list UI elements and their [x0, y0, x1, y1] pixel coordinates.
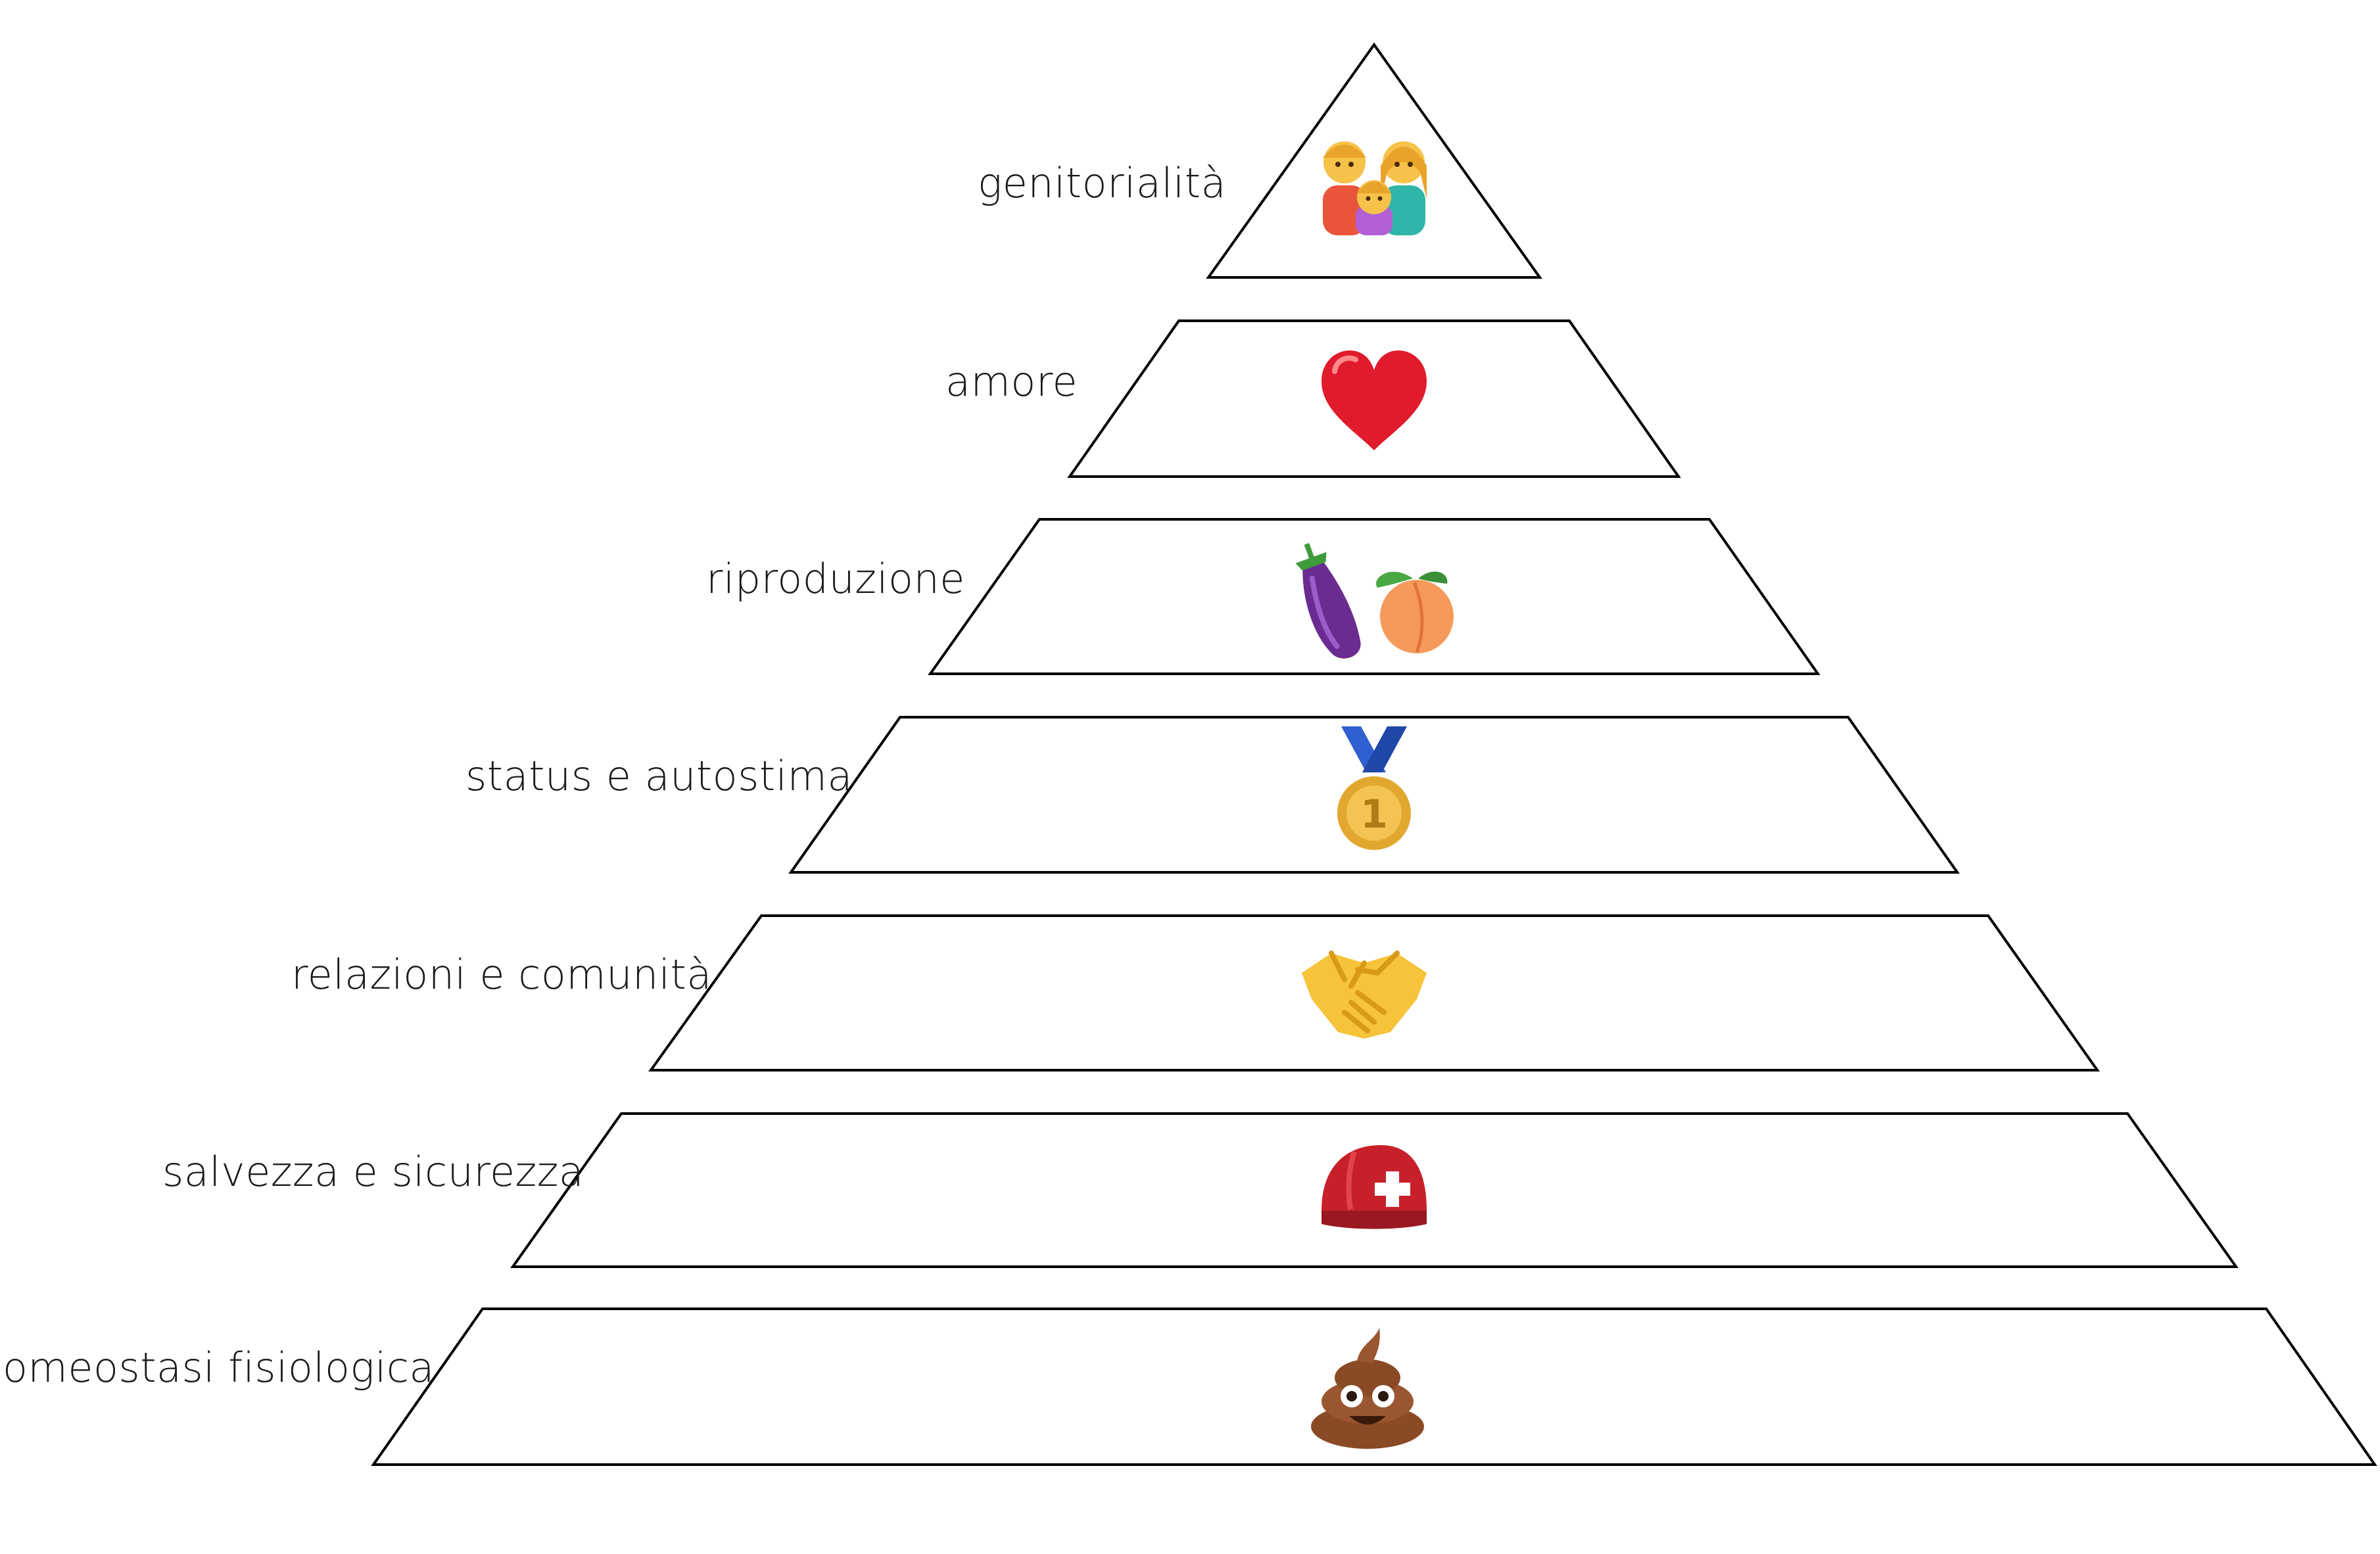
- level-label-relazioni: relazioni e comunità: [291, 951, 712, 999]
- level-label-status: status e autostima: [465, 752, 853, 800]
- level-label-riproduzione: riproduzione: [706, 555, 965, 603]
- level-label-amore: amore: [945, 358, 1078, 406]
- tier-3-trapezoid: [928, 518, 1821, 675]
- handshake-icon: [1302, 951, 1427, 1039]
- rescue-helmet-icon: [1321, 1145, 1427, 1229]
- tier-1-triangle: [1206, 42, 1542, 279]
- svg-text:1: 1: [1360, 791, 1388, 837]
- family-icon: [1323, 141, 1427, 235]
- red-heart-icon: [1321, 350, 1427, 450]
- level-label-omeostasi: omeostasi fisiologica: [3, 1344, 435, 1392]
- eggplant-peach-icon: [1295, 542, 1454, 659]
- first-place-medal-icon: 1: [1337, 726, 1411, 850]
- level-label-genitorialita: genitorialità: [978, 159, 1227, 207]
- pile-of-poo-icon: [1311, 1328, 1424, 1449]
- level-label-salvezza: salvezza e sicurezza: [162, 1148, 584, 1196]
